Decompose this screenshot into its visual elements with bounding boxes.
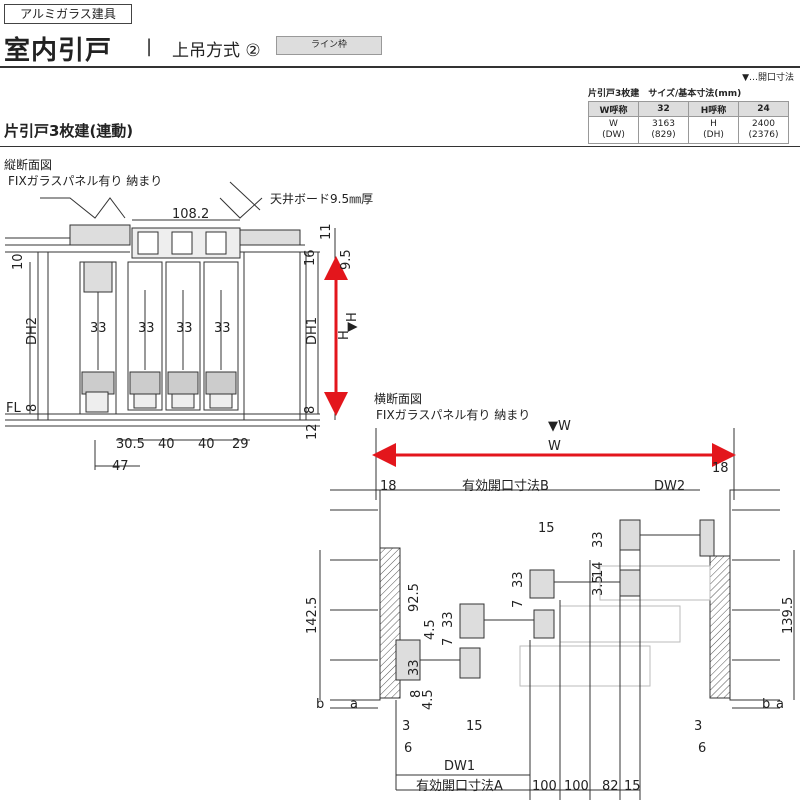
dim-3-right: 3 bbox=[694, 719, 702, 734]
dim-15-top: 15 bbox=[538, 521, 555, 536]
frame-type-badge: ライン枠 bbox=[276, 36, 382, 55]
dim-h: H bbox=[337, 330, 352, 340]
dim-dw1: DW1 bbox=[444, 759, 475, 774]
dim-dw2: DW2 bbox=[654, 479, 685, 494]
dim-dh2: DH2 bbox=[25, 317, 40, 345]
ceiling-note: 天井ボード9.5㎜厚 bbox=[270, 192, 373, 206]
dim-12: 12 bbox=[305, 423, 320, 440]
spec-table-caption: 片引戸3枚建 サイズ/基本寸法(mm) bbox=[588, 89, 742, 99]
dim-18-left: 18 bbox=[380, 479, 397, 494]
dim-3-5: 3.5 bbox=[591, 575, 606, 596]
dim-92-5: 92.5 bbox=[407, 583, 422, 612]
dim-9-5: 9.5 bbox=[339, 249, 354, 270]
dim-7-b: 7 bbox=[441, 638, 456, 646]
dim-11: 11 bbox=[319, 223, 334, 240]
dim-108-2: 108.2 bbox=[172, 207, 209, 222]
dim-4-5-b: 4.5 bbox=[421, 689, 436, 710]
dim-33-d: 33 bbox=[214, 321, 231, 336]
spec-table: 片引戸3枚建 サイズ/基本寸法(mm) W呼称 32 H呼称 24 W(DW) … bbox=[588, 86, 789, 144]
w-label-sub: (DW) bbox=[602, 130, 625, 140]
horizontal-section-title: 横断面図 bbox=[374, 392, 423, 406]
dim-16: 16 bbox=[303, 249, 318, 266]
dim-15-mid: 15 bbox=[466, 719, 483, 734]
dim-40-b: 40 bbox=[198, 437, 215, 452]
h-code: 24 bbox=[738, 101, 789, 117]
category-tag: アルミガラス建具 bbox=[4, 4, 132, 24]
dim-47: 47 bbox=[112, 459, 129, 474]
dim-15-bottom: 15 bbox=[624, 779, 641, 794]
open-size-b: 有効開口寸法B bbox=[462, 479, 549, 494]
dim-100-a: 100 bbox=[532, 779, 557, 794]
dim-40-a: 40 bbox=[158, 437, 175, 452]
dim-33-a: 33 bbox=[90, 321, 107, 336]
dim-4-5-a: 4.5 bbox=[423, 619, 438, 640]
fl-label: FL bbox=[6, 401, 21, 416]
dim-6-right: 6 bbox=[698, 741, 706, 756]
dim-b-right: b bbox=[762, 697, 770, 712]
h-value: 2400 bbox=[752, 119, 775, 129]
dim-33-b: 33 bbox=[138, 321, 155, 336]
h-label: H bbox=[710, 119, 717, 129]
dim-33-c: 33 bbox=[176, 321, 193, 336]
dim-33-h3: 33 bbox=[441, 611, 456, 628]
dim-100-b: 100 bbox=[564, 779, 589, 794]
vertical-section-subtitle: FIXガラスパネル有り 納まり bbox=[8, 174, 163, 188]
dim-33-h1: 33 bbox=[591, 531, 606, 548]
h-header: H呼称 bbox=[688, 101, 739, 117]
open-size-a: 有効開口寸法A bbox=[416, 779, 503, 794]
dim-29: 29 bbox=[232, 437, 249, 452]
w-value: 3163 bbox=[652, 119, 675, 129]
dim-7-a: 7 bbox=[511, 600, 526, 608]
page-subtitle: 上吊方式 ② bbox=[172, 41, 261, 61]
series-name: 片引戸3枚建(連動) bbox=[4, 122, 134, 140]
dim-8-h: 8 bbox=[409, 690, 424, 698]
page-title: 室内引戸 bbox=[4, 36, 113, 66]
dim-8-right: 8 bbox=[303, 406, 318, 414]
vertical-section-drawing bbox=[5, 181, 336, 470]
dim-33-h4: 33 bbox=[407, 659, 422, 676]
dim-a-right: a bbox=[776, 697, 784, 712]
section-rule bbox=[0, 146, 800, 147]
h-label-sub: (DH) bbox=[703, 130, 724, 140]
dim-30-5: 30.5 bbox=[116, 437, 145, 452]
w-value-cell: 3163(829) bbox=[638, 116, 689, 144]
dim-82: 82 bbox=[602, 779, 619, 794]
dim-142-5: 142.5 bbox=[305, 597, 320, 634]
vertical-section-title: 縦断面図 bbox=[4, 158, 53, 172]
h-value-sub: (2376) bbox=[748, 130, 779, 140]
w-marker: ▼W bbox=[548, 419, 571, 434]
h-value-cell: 2400(2376) bbox=[738, 116, 789, 144]
dim-14: 14 bbox=[591, 561, 606, 578]
dim-dh1: DH1 bbox=[305, 317, 320, 345]
dim-33-h2: 33 bbox=[511, 571, 526, 588]
w-value-sub: (829) bbox=[651, 130, 676, 140]
dim-b-left: b bbox=[316, 697, 324, 712]
dim-a-left: a bbox=[350, 697, 358, 712]
open-size-note: ▼…開口寸法 bbox=[742, 73, 794, 83]
w-label-cell: W(DW) bbox=[588, 116, 639, 144]
dim-3-left: 3 bbox=[402, 719, 410, 734]
h-marker: ▼H bbox=[345, 312, 360, 332]
dim-6-left: 6 bbox=[404, 741, 412, 756]
dim-8-left: 8 bbox=[25, 404, 40, 412]
horizontal-section-drawing bbox=[319, 428, 795, 800]
dim-139-5: 139.5 bbox=[781, 597, 796, 634]
dim-10: 10 bbox=[11, 253, 26, 270]
w-label: W bbox=[609, 119, 618, 129]
dim-18-right: 18 bbox=[712, 461, 729, 476]
header-rule bbox=[0, 66, 800, 68]
title-separator: | bbox=[146, 36, 153, 57]
horizontal-section-subtitle: FIXガラスパネル有り 納まり bbox=[376, 408, 531, 422]
dim-w: W bbox=[548, 439, 561, 454]
